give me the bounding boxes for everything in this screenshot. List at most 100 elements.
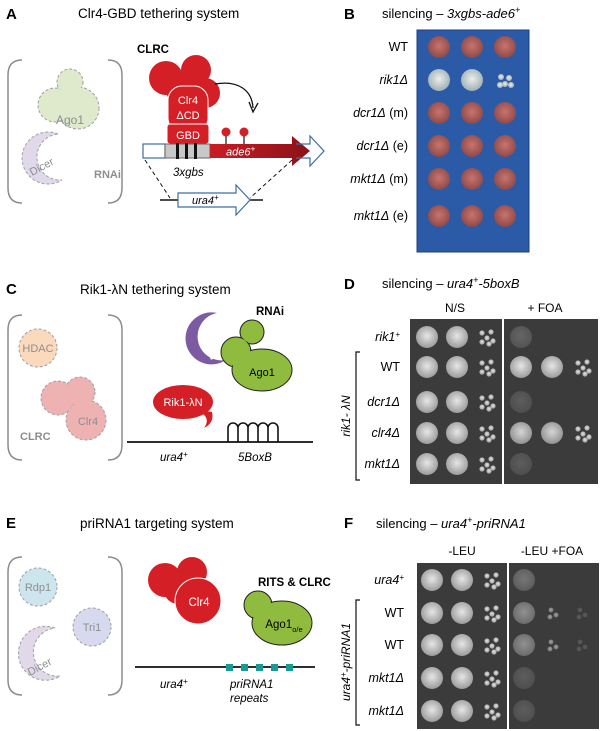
colony: [451, 700, 473, 722]
strain-label: WT: [385, 638, 405, 652]
clrc-faded-label: CLRC: [20, 431, 51, 443]
rnai-bracket-right: [107, 59, 123, 204]
colony: [486, 437, 492, 443]
xgbs-label: 3xgbs: [173, 167, 204, 179]
colony: [510, 326, 532, 348]
colony: [576, 646, 582, 652]
panel-letter-d: D: [344, 276, 355, 293]
colony: [495, 614, 501, 620]
rits-bracket-right: [107, 556, 123, 696]
gbs-site-3: [194, 143, 197, 159]
colony: [576, 614, 582, 620]
col-foa-label-d: + FOA: [527, 301, 562, 315]
colony: [513, 667, 535, 689]
rik1-tail: [196, 410, 213, 428]
colony: [584, 425, 590, 431]
dashed-line-right: [249, 159, 293, 199]
colony: [421, 700, 443, 722]
colony: [488, 456, 494, 462]
colony: [580, 365, 586, 371]
colony: [586, 368, 592, 374]
colony: [461, 205, 483, 227]
colony: [484, 335, 490, 341]
panel-letter-b: B: [344, 6, 355, 23]
colony: [479, 404, 485, 410]
strain-label: WT: [389, 40, 409, 54]
rnai-label-c: RNAi: [256, 306, 284, 318]
clrc-bracket-left: [7, 314, 23, 461]
colony: [451, 667, 473, 689]
gbs-site-2: [185, 143, 188, 159]
rnai-label: RNAi: [94, 169, 121, 181]
strain-label: mkt1Δ (m): [350, 172, 408, 186]
colony: [428, 135, 450, 157]
colony: [451, 569, 473, 591]
boxb-hairpins: [227, 422, 279, 442]
colony: [495, 679, 501, 685]
strain-label: rik1+: [375, 330, 400, 344]
colony: [495, 646, 501, 652]
colony: [510, 422, 532, 444]
colony: [495, 581, 501, 587]
strain-label: dcr1Δ (e): [357, 139, 408, 153]
strain-label: clr4Δ: [371, 426, 400, 440]
colony: [416, 326, 438, 348]
colony: [510, 356, 532, 378]
colony: [416, 391, 438, 413]
colony: [491, 649, 497, 655]
colony: [484, 573, 490, 579]
panel-b-title: silencing – 3xgbs-ade6+: [382, 5, 520, 21]
rdp1-label: Rdp1: [25, 582, 51, 594]
ura4-pri-bracket: [355, 599, 360, 726]
colony: [494, 168, 516, 190]
colony: [479, 426, 485, 432]
colony: [479, 435, 485, 441]
colony: [484, 704, 490, 710]
colony: [479, 330, 485, 336]
colony: [491, 715, 497, 721]
colony: [484, 615, 490, 621]
tri1-label: Tri1: [83, 622, 102, 634]
colony: [451, 602, 473, 624]
colony: [582, 612, 588, 618]
rik1-label: Rik1-λN: [163, 397, 202, 409]
colony: [461, 69, 483, 91]
locus-right-outline: [296, 134, 325, 168]
colony: [553, 612, 559, 618]
panel-letter-a: A: [6, 6, 17, 23]
panel-letter-f: F: [344, 515, 353, 532]
colony: [490, 434, 496, 440]
clrc-bracket-right: [107, 314, 123, 461]
pri-label-1: priRNA1: [229, 679, 273, 691]
panel-a-title: Clr4-GBD tethering system: [78, 6, 239, 21]
colony: [416, 453, 438, 475]
colony: [490, 465, 496, 471]
colony: [580, 431, 586, 437]
colony: [486, 468, 492, 474]
ago1-label-e: Ago1o/e: [265, 619, 302, 634]
colony: [513, 700, 535, 722]
colony: [479, 360, 485, 366]
panel-f-colonies: [421, 569, 588, 722]
col-leu-label: -LEU: [448, 544, 475, 558]
colony: [548, 639, 554, 645]
colony: [484, 638, 490, 644]
colony: [513, 634, 535, 656]
colony: [416, 422, 438, 444]
colony: [493, 605, 499, 611]
panel-e-title: priRNA1 targeting system: [80, 516, 234, 531]
methyl-mark-2: [239, 127, 249, 137]
locus-left-box: [142, 143, 166, 159]
hdac-shape: [18, 328, 58, 368]
panel-d: D silencing – ura4+-5boxB N/S + FOA rik1…: [339, 275, 598, 484]
colony: [490, 403, 496, 409]
ura4-label: ura4+: [192, 193, 219, 207]
colony: [548, 607, 554, 613]
colony: [498, 74, 504, 80]
colony: [486, 341, 492, 347]
panel-c-title: Rik1-λN tethering system: [80, 282, 231, 297]
ago1-shape-e: [243, 590, 313, 646]
colony: [513, 569, 535, 591]
colony: [490, 338, 496, 344]
